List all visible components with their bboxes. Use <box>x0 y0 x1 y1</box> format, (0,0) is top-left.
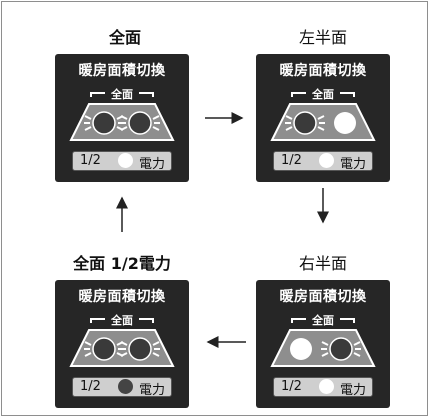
power-label: 電力 <box>138 157 165 172</box>
panel-label: 暖房面積切換 <box>279 63 367 79</box>
right-lamp-lit-icon <box>321 337 361 361</box>
lamp-area: 全面 <box>270 87 376 141</box>
bracket-icon <box>90 92 154 97</box>
scope-label: 全面 <box>311 87 334 101</box>
bracket-icon <box>90 318 154 323</box>
state-title-left-half: 左半面 <box>298 28 347 47</box>
panel-full-half-power: 暖房面積切換 全面 1/2 電力 <box>55 280 189 408</box>
lamp-area: 全面 <box>69 313 175 367</box>
panel-label: 暖房面積切換 <box>78 63 166 79</box>
power-label: 電力 <box>138 383 165 398</box>
panel-label: 暖房面積切換 <box>78 289 166 305</box>
half-label: 1/2 <box>80 153 101 168</box>
panel-right-half: 暖房面積切換 全面 1/2 電力 <box>256 280 390 408</box>
right-lamp-lit-icon <box>120 111 160 135</box>
panel-left-half: 暖房面積切換 全面 1/2 電力 <box>256 54 390 182</box>
half-power-indicator: 1/2 電力 <box>273 377 373 398</box>
left-lamp-off-icon <box>290 338 312 360</box>
lamp-area: 全面 <box>270 313 376 367</box>
half-power-indicator: 1/2 電力 <box>273 151 373 172</box>
power-label: 電力 <box>339 157 366 172</box>
state-title-full: 全面 <box>108 28 141 47</box>
state-title-right-half: 右半面 <box>298 254 347 273</box>
half-label: 1/2 <box>281 153 302 168</box>
panel-full: 暖房面積切換 全面 1/2 電力 <box>55 54 189 182</box>
state-title-full-half-power: 全面 1/2電力 <box>73 254 171 273</box>
left-lamp-lit-icon <box>84 337 124 361</box>
scope-label: 全面 <box>311 313 334 327</box>
scope-label: 全面 <box>110 313 133 327</box>
half-power-indicator: 1/2 電力 <box>72 151 172 172</box>
panel-label: 暖房面積切換 <box>279 289 367 305</box>
half-power-lamp-off-icon <box>118 153 133 168</box>
bracket-icon <box>291 318 355 323</box>
scope-label: 全面 <box>110 87 133 101</box>
half-power-lamp-lit-icon <box>118 379 133 394</box>
half-power-lamp-off-icon <box>319 153 334 168</box>
half-label: 1/2 <box>80 379 101 394</box>
right-lamp-off-icon <box>334 112 356 134</box>
half-label: 1/2 <box>281 379 302 394</box>
right-lamp-lit-icon <box>120 337 160 361</box>
half-power-indicator: 1/2 電力 <box>72 377 172 398</box>
left-lamp-lit-icon <box>285 111 325 135</box>
power-label: 電力 <box>339 383 366 398</box>
bracket-icon <box>291 92 355 97</box>
half-power-lamp-off-icon <box>319 379 334 394</box>
lamp-area: 全面 <box>69 87 175 141</box>
left-lamp-lit-icon <box>84 111 124 135</box>
